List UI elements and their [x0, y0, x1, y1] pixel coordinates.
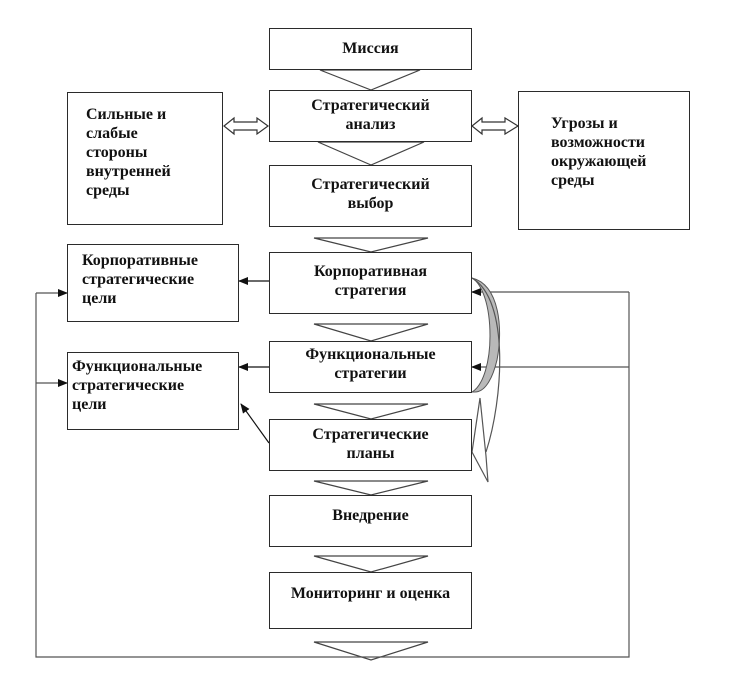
- monitoring-box: Мониторинг и оценка: [269, 572, 472, 629]
- strategic-analysis-label: Стратегический анализ: [311, 97, 430, 133]
- double-arrow-right-icon: [471, 116, 520, 136]
- functional-goals-label: Функциональные стратегические цели: [72, 358, 203, 413]
- functional-strategies-box: Функциональные стратегии: [269, 341, 472, 393]
- strategic-plans-box: Стратегические планы: [269, 419, 472, 471]
- feedback-left-line: [35, 293, 371, 658]
- double-arrow-left-icon: [223, 116, 270, 136]
- functional-goals-box: Функциональные стратегические цели: [67, 352, 239, 430]
- down-arrow-func-plans: [313, 403, 429, 420]
- down-arrow-impl-monitor: [313, 555, 429, 573]
- down-arrow-analysis-choice: [317, 141, 425, 166]
- down-arrow-plans-impl: [313, 480, 429, 496]
- corporate-strategy-box: Корпоративная стратегия: [269, 252, 472, 314]
- curved-arrow-shade: [470, 277, 501, 393]
- corporate-goals-box: Корпоративные стратегические цели: [67, 244, 239, 322]
- implementation-box: Внедрение: [269, 495, 472, 547]
- strategic-analysis-box: Стратегический анализ: [269, 90, 472, 142]
- mission-label: Миссия: [342, 39, 399, 57]
- implementation-label: Внедрение: [332, 506, 409, 524]
- curved-feedback-arrow: [470, 277, 501, 483]
- goal-arrows: [238, 277, 270, 444]
- down-arrow-choice-corp: [313, 237, 429, 253]
- feedback-right-line: [371, 292, 630, 658]
- down-arrow-corp-func: [313, 323, 429, 342]
- external-environment-box: Угрозы и возможности окружающей среды: [518, 91, 690, 230]
- curved-arrow-head-icon: [471, 397, 489, 483]
- down-arrow-monitor-exit: [313, 641, 429, 661]
- arrow-plans-to-func-goals: [240, 403, 270, 444]
- flow-arrows: [313, 69, 429, 661]
- corporate-strategy-label: Корпоративная стратегия: [314, 263, 427, 299]
- functional-strategies-label: Функциональные стратегии: [305, 346, 436, 382]
- double-arrows: [223, 116, 520, 136]
- internal-environment-box: Сильные и слабые стороны внутренней сред…: [67, 92, 223, 225]
- corporate-goals-label: Корпоративные стратегические цели: [82, 252, 198, 307]
- strategic-choice-label: Стратегический выбор: [311, 176, 430, 212]
- feedback-lines: [35, 288, 630, 658]
- strategic-choice-box: Стратегический выбор: [269, 165, 472, 227]
- mission-box: Миссия: [269, 28, 472, 70]
- curved-arrow-body: [471, 277, 501, 453]
- monitoring-label: Мониторинг и оценка: [290, 585, 451, 602]
- strategic-plans-label: Стратегические планы: [312, 426, 429, 462]
- internal-environment-label: Сильные и слабые стороны внутренней сред…: [86, 106, 171, 199]
- down-arrow-mission-analysis: [319, 69, 421, 91]
- external-environment-label: Угрозы и возможности окружающей среды: [551, 115, 647, 189]
